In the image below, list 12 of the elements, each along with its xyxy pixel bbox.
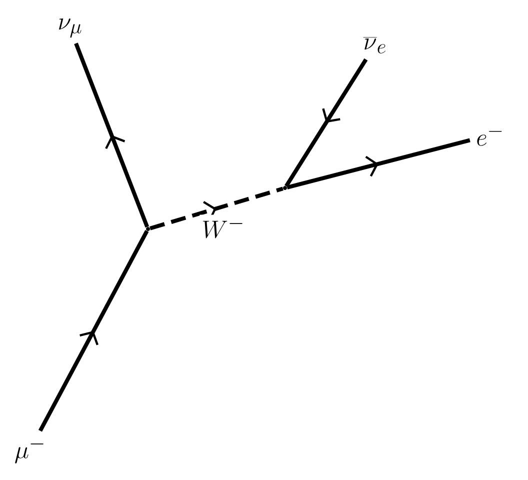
fermion-line (74, 42, 150, 228)
vertex-point (146, 227, 150, 231)
particle-label: $\overline{\nu}_e$ (363, 37, 386, 54)
vertex-point (283, 186, 287, 190)
particle-label: $\mu^-$ (15, 444, 44, 464)
propagator-line (150, 186, 284, 230)
fermion-line (284, 58, 368, 188)
particle-label: $\nu_\mu$ (59, 18, 82, 38)
fermion-line (38, 230, 149, 432)
particle-label: $e^-$ (477, 130, 502, 146)
fermion-line (286, 138, 470, 190)
edge-label: $W^-$ (200, 214, 247, 240)
